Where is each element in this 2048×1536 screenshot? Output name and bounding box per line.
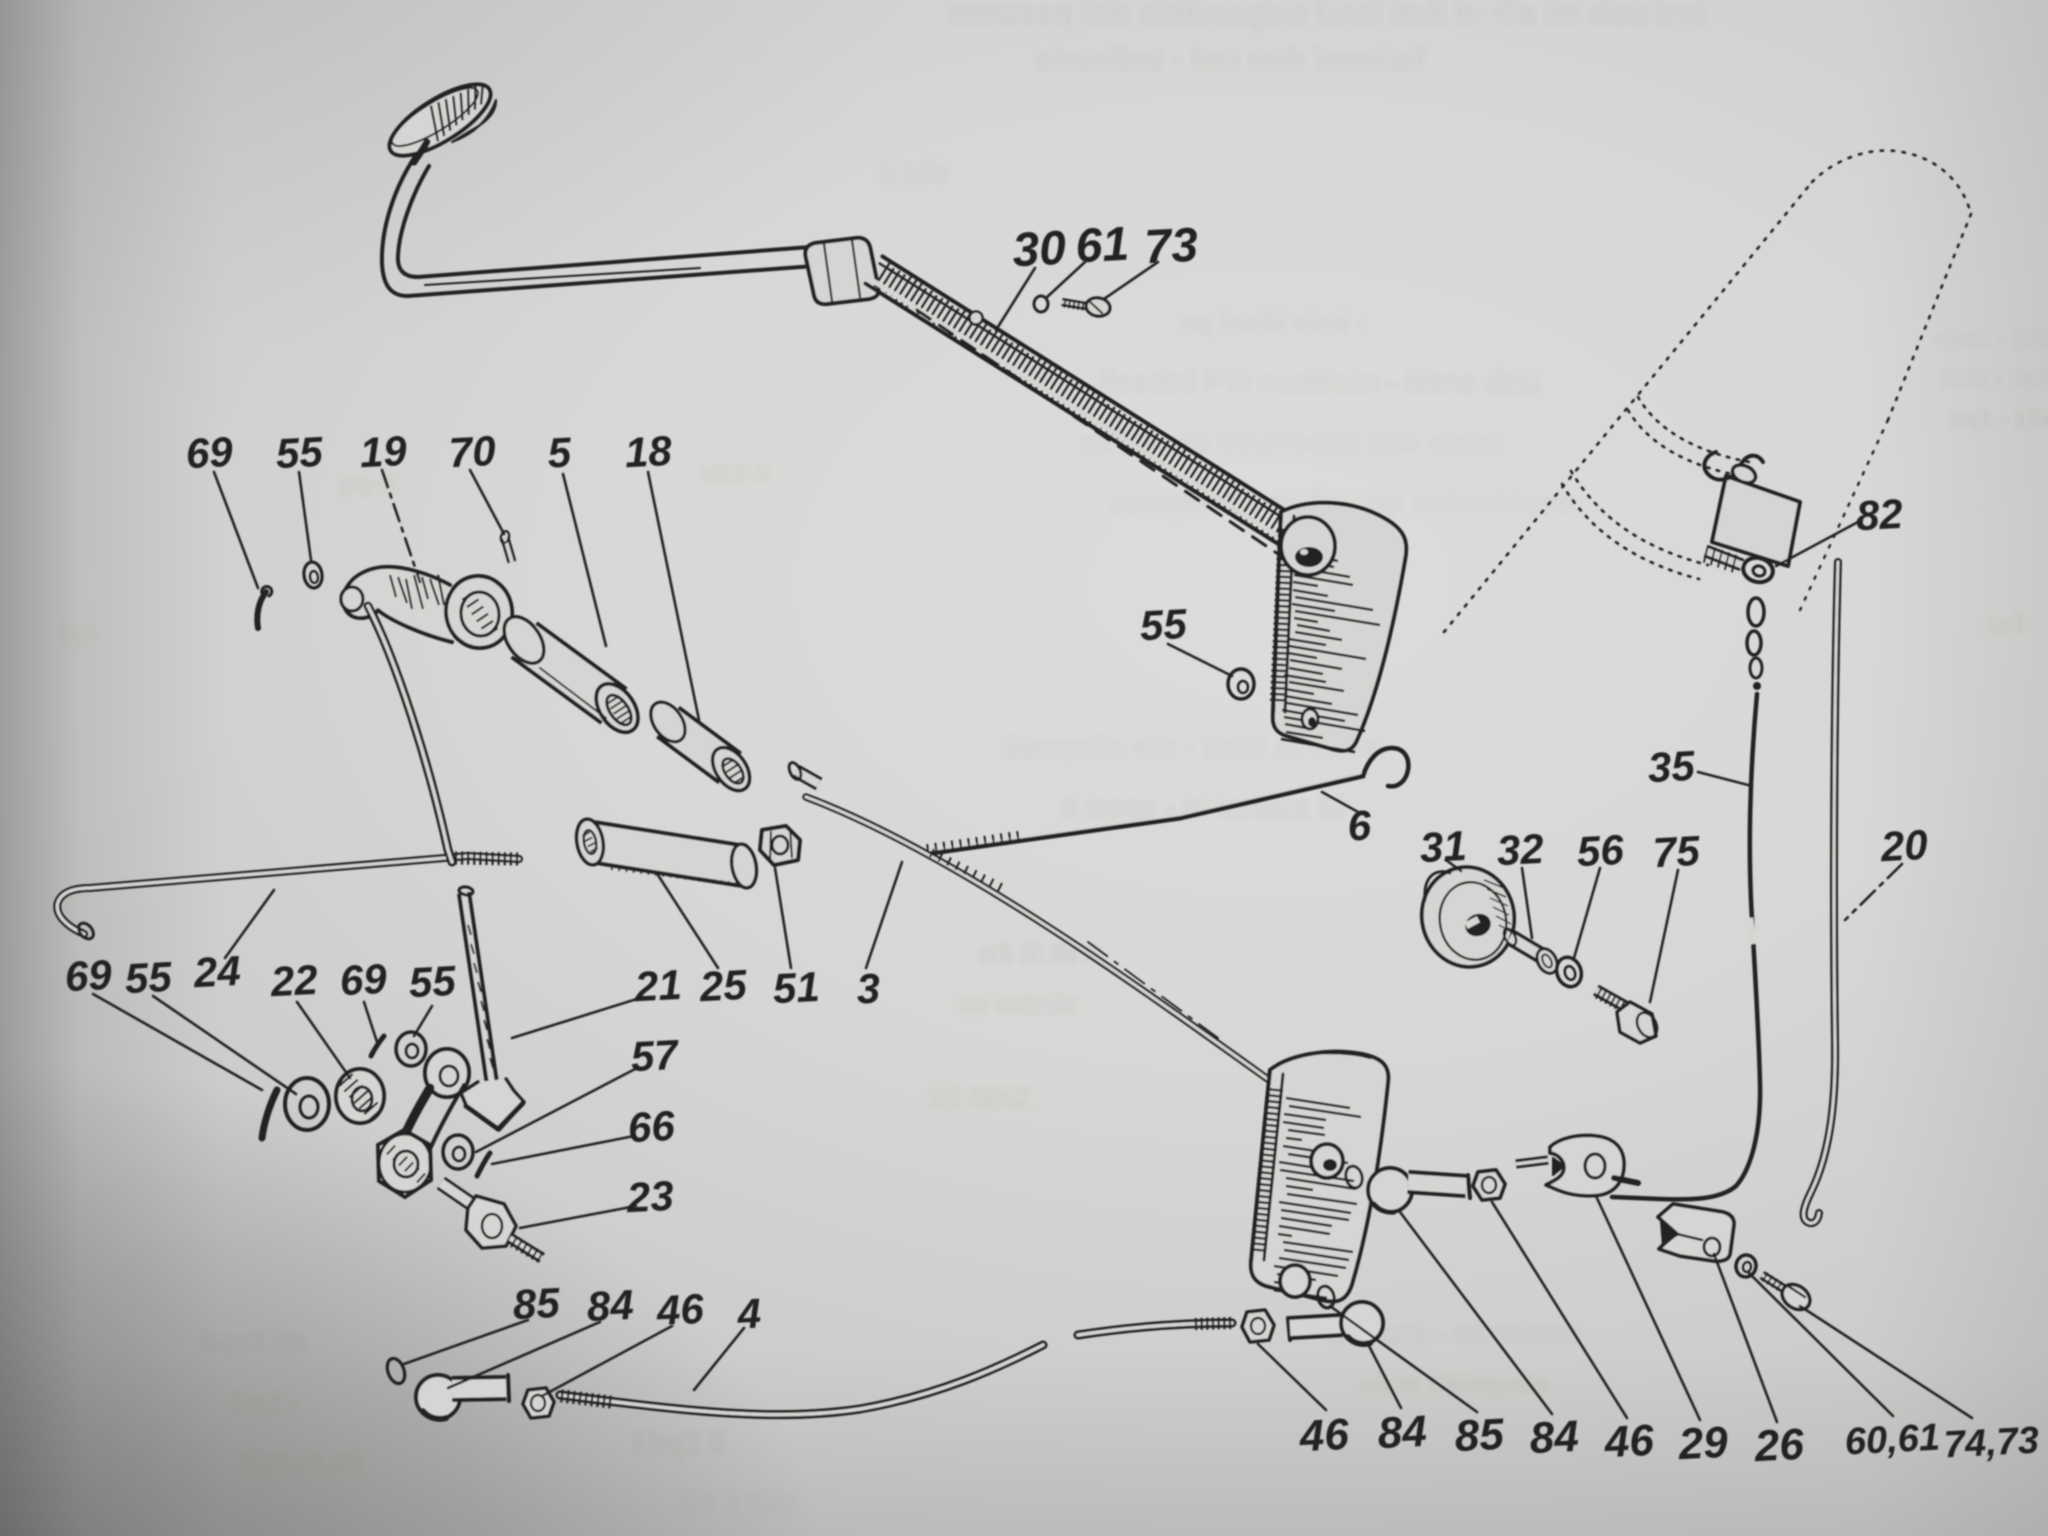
svg-text:25: 25: [698, 961, 749, 1010]
svg-text:18: 18: [624, 427, 674, 476]
svg-text:3: 3: [855, 964, 881, 1012]
svg-text:22: 22: [269, 956, 319, 1005]
svg-text:60,61: 60,61: [1844, 1417, 1941, 1464]
svg-text:23: 23: [625, 1172, 675, 1221]
svg-text:46: 46: [1298, 1410, 1351, 1462]
svg-text:66: 66: [627, 1102, 677, 1151]
svg-text:46: 46: [655, 1285, 706, 1334]
svg-text:1e3: 1e3: [1985, 611, 2025, 638]
svg-text:55: 55: [1139, 600, 1189, 649]
svg-text:55: 55: [408, 957, 458, 1006]
svg-text:30: 30: [1011, 222, 1067, 278]
svg-text:eb nl cbieqoelo: eb nl cbieqoelo: [1360, 1368, 1549, 1398]
svg-text:4: 4: [735, 1289, 762, 1337]
svg-text:69: 69: [339, 955, 389, 1004]
svg-text:pq-X: pq-X: [340, 468, 398, 498]
svg-text:73: 73: [1143, 219, 1199, 275]
svg-text:70: 70: [448, 427, 497, 476]
svg-text:3 1Sb: 3 1Sb: [880, 158, 949, 188]
svg-text:84: 84: [1377, 1407, 1428, 1458]
svg-text:1bq3 5: 1bq3 5: [630, 1426, 725, 1459]
svg-text:8bS e1 bZ: 8bS e1 bZ: [240, 1448, 363, 1478]
svg-text:4b 1 tSh: 4b 1 tSh: [680, 1486, 797, 1519]
svg-text:lb31 - 3eS1Z: lb31 - 3eS1Z: [1940, 366, 2048, 393]
svg-text:ilsednl PTI nudBsin - Sbne dnu: ilsednl PTI nudBsin - Sbne dnu: [1100, 366, 1542, 399]
svg-text:29: 29: [1677, 1418, 1730, 1470]
svg-text:20: 20: [1879, 821, 1929, 870]
svg-text:21: 21: [633, 961, 683, 1010]
svg-text:74,73: 74,73: [1943, 1420, 2040, 1467]
svg-text:eo aehnilz: eo aehnilz: [960, 991, 1076, 1018]
svg-text:26: 26: [1753, 1420, 1806, 1472]
svg-text:57: 57: [630, 1031, 681, 1080]
svg-text:eq lnebi eied -: eq lnebi eied -: [1180, 307, 1367, 338]
svg-text:55: 55: [275, 428, 325, 477]
svg-text:84: 84: [1529, 1412, 1580, 1463]
svg-text:eRS-X: eRS-X: [700, 461, 771, 488]
svg-text:51: 51: [772, 963, 821, 1012]
svg-text:5: 5: [546, 428, 572, 476]
svg-text:lbe1 -: lbe1 -: [230, 1388, 298, 1418]
svg-text:nmuseq lob sidbneqtxe bnsl led: nmuseq lob sidbneqtxe bnsl ledi b- Ca im…: [950, 0, 1706, 31]
svg-text:ehsnlbw - lnu oeb lnssiad: ehsnlbw - lnu oeb lnssiad: [1035, 41, 1424, 77]
svg-text:75: 75: [1652, 827, 1702, 876]
svg-text:24: 24: [192, 947, 242, 996]
svg-text:31: 31: [1419, 822, 1468, 871]
svg-text:bqe3 ilb: bqe3 ilb: [200, 1327, 306, 1358]
svg-text:19: 19: [359, 427, 409, 476]
svg-text:85: 85: [1454, 1410, 1506, 1462]
svg-text:lqe: lqe: [60, 618, 98, 648]
svg-text:84: 84: [586, 1281, 635, 1330]
svg-text:d beqe - bi ienecz bl: d beqe - bi ienecz bl: [1060, 791, 1345, 824]
svg-text:69: 69: [64, 951, 114, 1000]
svg-text:85: 85: [512, 1279, 562, 1328]
svg-text:56: 56: [1576, 826, 1626, 875]
svg-text:32: 32: [1496, 825, 1545, 874]
svg-text:bq1 - 1Se3: bq1 - 1Se3: [1950, 406, 2048, 433]
svg-text:61: 61: [1074, 218, 1130, 274]
svg-text:82: 82: [1855, 490, 1904, 539]
svg-text:55: 55: [124, 953, 174, 1002]
svg-text:69: 69: [185, 428, 235, 477]
svg-text:qbe1 - 3S3e: qbe1 - 3S3e: [1935, 326, 2048, 353]
svg-text:2S 3E5Z: 2S 3E5Z: [930, 1083, 1031, 1113]
svg-text:46: 46: [1603, 1416, 1656, 1468]
svg-text:6: 6: [1346, 801, 1372, 849]
svg-text:35: 35: [1647, 742, 1697, 791]
